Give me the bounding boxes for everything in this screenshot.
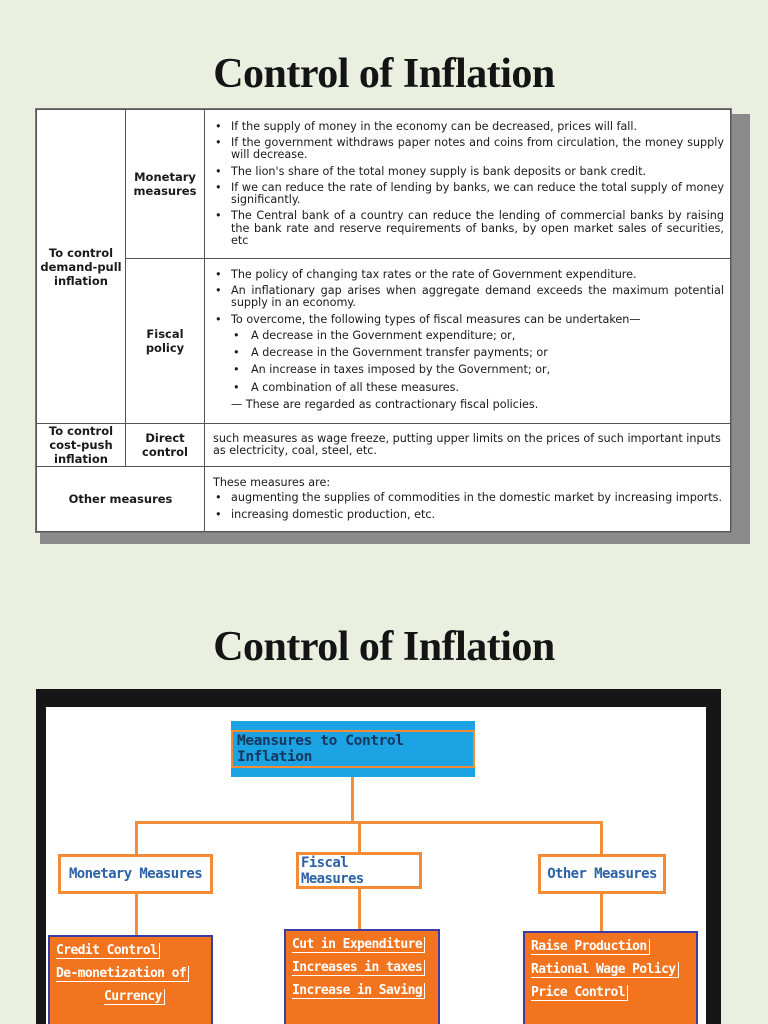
connector-root-down (351, 777, 354, 823)
monetary-point: The Central bank of a country can reduce… (213, 210, 724, 247)
fiscal-subpoint: A combination of all these measures. (213, 381, 724, 394)
fiscal-leaf-box: Cut in Expenditure Increases in taxes In… (284, 929, 440, 1024)
connector-monetary (135, 821, 138, 855)
leaf-item: Credit Control (56, 939, 205, 962)
diagram-root-box: Meansures to Control Inflation (231, 721, 475, 777)
fiscal-policy-content: The policy of changing tax rates or the … (204, 258, 731, 424)
measures-diagram-frame: Meansures to Control Inflation Monetary … (36, 689, 721, 1024)
monetary-point: If the government withdraws paper notes … (213, 136, 724, 162)
other-leaf-box: Raise Production Rational Wage Policy Pr… (523, 931, 698, 1024)
other-measures-box: Other Measures (538, 854, 666, 894)
monetary-leaf-box: Credit Control De-monetization of Curren… (48, 935, 213, 1024)
fiscal-point: To overcome, the following types of fisc… (213, 313, 724, 326)
fiscal-point: The policy of changing tax rates or the … (213, 268, 724, 281)
direct-control-text: such measures as wage freeze, putting up… (213, 431, 721, 457)
monetary-point: If the supply of money in the economy ca… (213, 120, 724, 133)
cost-push-label: To control cost-push inflation (36, 423, 126, 467)
leaf-item: Price Control (531, 981, 690, 1004)
other-measures-label: Other measures (36, 466, 205, 532)
monetary-measures-label: Monetary measures (125, 109, 205, 259)
measures-table: To control demand-pull inflation Monetar… (36, 109, 731, 532)
monetary-point: The lion's share of the total money supp… (213, 165, 724, 178)
connector-other (600, 821, 603, 855)
connector-fiscal-leaf (358, 888, 361, 930)
leaf-item: Cut in Expenditure (292, 933, 432, 956)
leaf-item: Currency (56, 985, 205, 1008)
fiscal-policy-label: Fiscal policy (125, 258, 205, 424)
connector-horizontal (135, 821, 602, 824)
demand-pull-label: To control demand-pull inflation (36, 109, 126, 424)
leaf-item: Raise Production (531, 935, 690, 958)
monetary-measures-box: Monetary Measures (58, 854, 213, 894)
other-point: augmenting the supplies of commodities i… (213, 492, 724, 505)
fiscal-subpoint: A decrease in the Government transfer pa… (213, 346, 724, 359)
leaf-item: Rational Wage Policy (531, 958, 690, 981)
other-point: increasing domestic production, etc. (213, 508, 724, 521)
leaf-item: Increases in taxes (292, 956, 432, 979)
slide-title-top: Control of Inflation (213, 51, 555, 97)
monetary-point: If we can reduce the rate of lending by … (213, 181, 724, 207)
leaf-item: De-monetization of (56, 962, 205, 985)
connector-fiscal (358, 821, 361, 853)
diagram-root-label: Meansures to Control Inflation (231, 730, 475, 768)
leaf-item: Increase in Saving (292, 979, 432, 1002)
measures-diagram: Meansures to Control Inflation Monetary … (46, 707, 706, 1024)
direct-control-label: Direct control (125, 423, 205, 467)
slide-title-bottom: Control of Inflation (213, 624, 555, 670)
fiscal-point: An inflationary gap arises when aggregat… (213, 284, 724, 310)
fiscal-note: — These are regarded as contractionary f… (231, 398, 539, 412)
fiscal-subpoint: An increase in taxes imposed by the Gove… (213, 364, 724, 377)
fiscal-measures-box: Fiscal Measures (296, 852, 422, 889)
inflation-control-table: To control demand-pull inflation Monetar… (35, 108, 732, 533)
connector-monetary-leaf (135, 893, 138, 935)
direct-control-content: such measures as wage freeze, putting up… (204, 423, 731, 467)
monetary-measures-content: If the supply of money in the economy ca… (204, 109, 731, 259)
connector-other-leaf (600, 893, 603, 932)
other-measures-content: These measures are: augmenting the suppl… (204, 466, 731, 532)
fiscal-subpoint: A decrease in the Government expenditure… (213, 329, 724, 342)
other-measures-intro: These measures are: (213, 476, 331, 490)
